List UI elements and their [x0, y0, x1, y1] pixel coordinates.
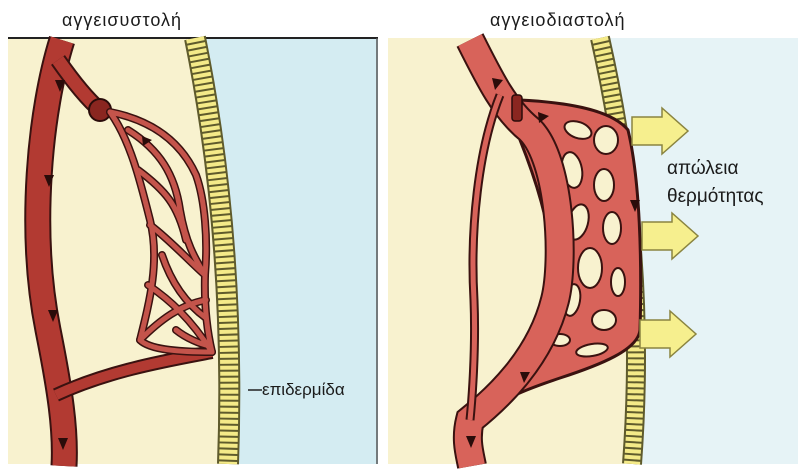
heat-loss-label-line2: θερμότητας: [667, 186, 764, 208]
left-panel-title: αγγεισυστολή: [62, 10, 182, 31]
left-panel: [8, 38, 378, 466]
heat-loss-label-line1: απώλεια: [667, 158, 738, 180]
epidermis-label: επιδερμίδα: [262, 380, 345, 400]
right-panel-title: αγγειοδιαστολή: [490, 10, 626, 31]
right-sphincter: [512, 95, 522, 121]
right-panel: [388, 38, 798, 466]
